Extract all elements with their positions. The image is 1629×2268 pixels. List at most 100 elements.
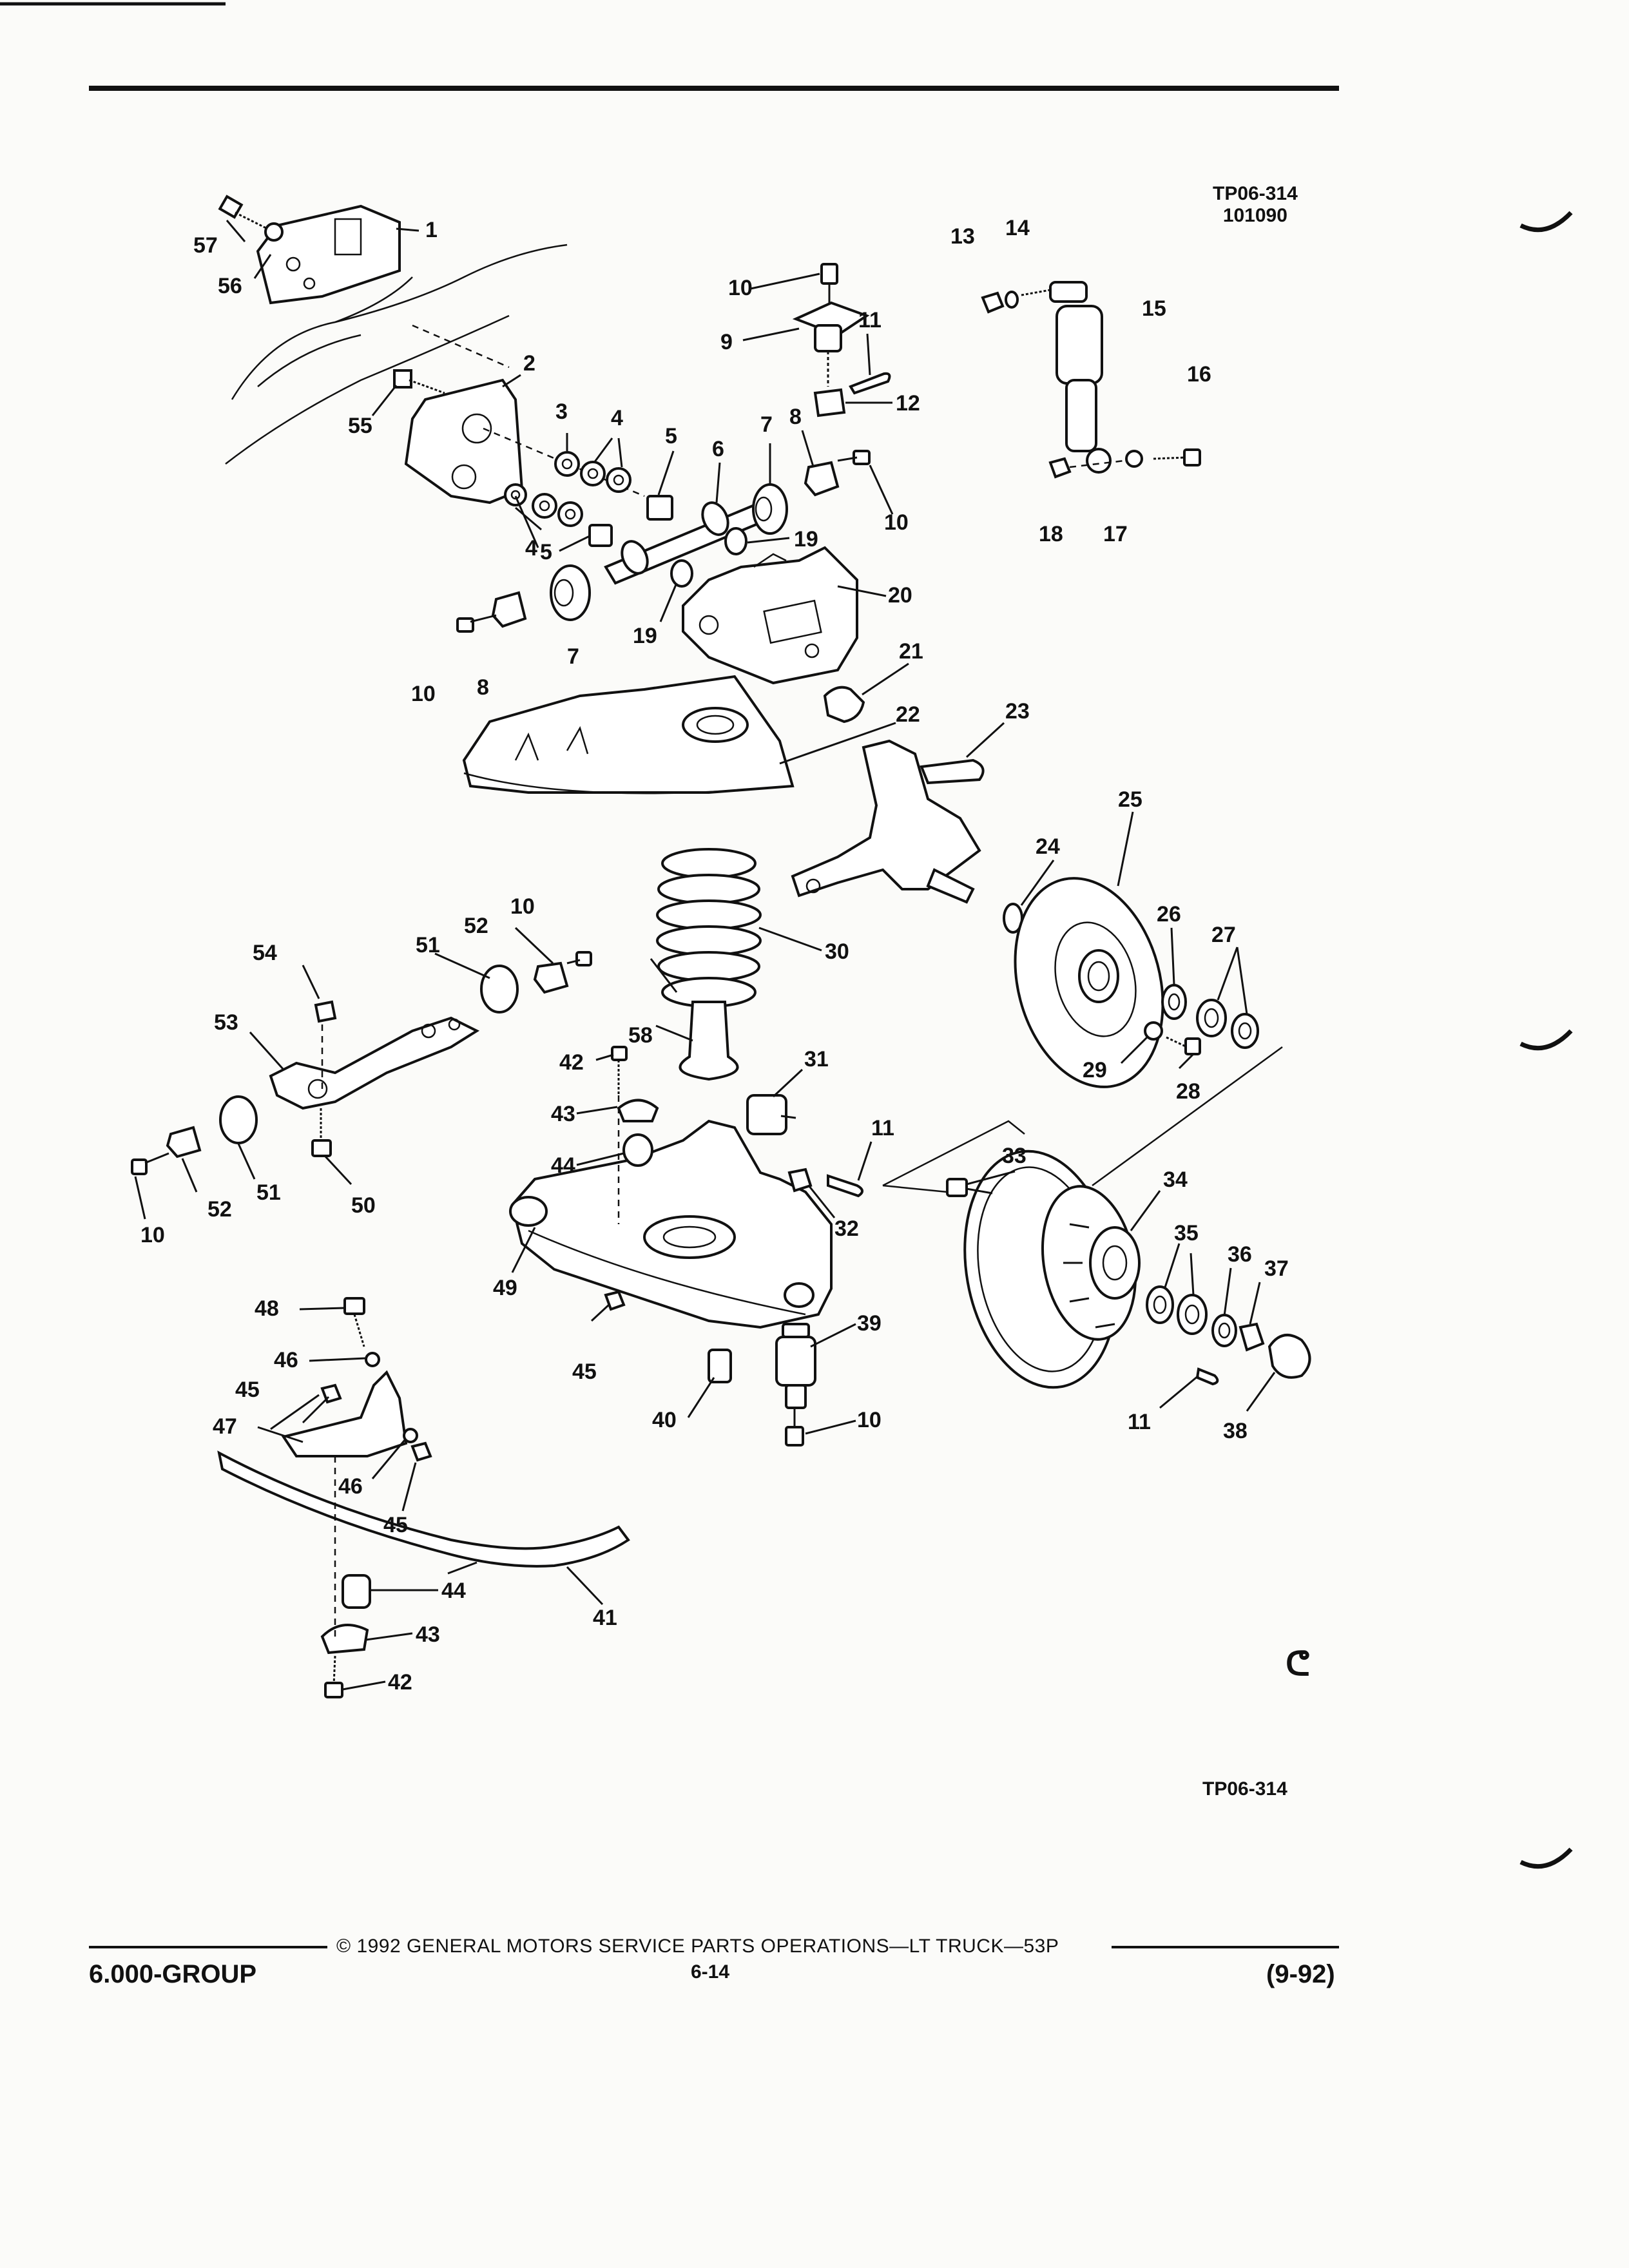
bolt-part xyxy=(456,450,871,633)
washer-part xyxy=(264,222,284,242)
group-label: 6.000-GROUP xyxy=(89,1960,257,1988)
binding-mark xyxy=(1519,1847,1573,1869)
spacer-part xyxy=(588,524,613,547)
callout-47: 47 xyxy=(213,1414,237,1439)
callout-8: 8 xyxy=(789,405,802,429)
callout-45-a: 45 xyxy=(572,1360,597,1384)
bolt-part xyxy=(218,195,275,233)
callout-45-c: 45 xyxy=(383,1513,408,1537)
callout-17: 17 xyxy=(1103,522,1128,546)
bushing-part xyxy=(752,483,788,535)
page-number: 6-14 xyxy=(691,1961,730,1983)
callout-43-a: 43 xyxy=(551,1102,575,1126)
callout-29: 29 xyxy=(1083,1058,1107,1082)
callout-46-b: 46 xyxy=(338,1474,363,1499)
callout-20: 20 xyxy=(888,583,912,608)
callout-14: 14 xyxy=(1005,216,1030,240)
splash-shield-part xyxy=(1014,877,1164,1088)
group-bracket-line xyxy=(882,1120,1025,1187)
lower-control-arm-part xyxy=(509,1119,833,1329)
callout-53: 53 xyxy=(214,1010,238,1035)
washer-part xyxy=(1144,1021,1163,1041)
publisher-mark: ᕦ xyxy=(1286,1646,1310,1683)
callout-7: 7 xyxy=(760,412,773,437)
callout-54: 54 xyxy=(253,941,277,965)
cotter-pin-part xyxy=(827,1174,863,1198)
control-arm-bracket-part xyxy=(404,378,524,505)
callout-16: 16 xyxy=(1187,362,1211,387)
group-bracket-line xyxy=(882,1184,948,1193)
stabilizer-shaft-part xyxy=(217,1450,630,1568)
callout-10-f: 10 xyxy=(857,1408,882,1432)
bolt-part xyxy=(324,1655,343,1698)
nut-part xyxy=(533,961,569,994)
bolt-part xyxy=(1166,1036,1201,1055)
upper-control-arm-part xyxy=(682,546,858,685)
footer-rule-left xyxy=(89,1946,327,1948)
callout-21: 21 xyxy=(899,639,923,664)
nut-part xyxy=(491,461,840,628)
callout-11-c: 11 xyxy=(1128,1410,1151,1434)
footer-rule-right xyxy=(1112,1946,1339,1948)
callout-52-a: 52 xyxy=(464,914,488,938)
shock-absorber-lower-part xyxy=(679,1001,739,1081)
castle-nut-part xyxy=(787,1168,813,1193)
callout-3: 3 xyxy=(555,399,568,424)
clamp-part xyxy=(320,1624,369,1655)
callout-10-e: 10 xyxy=(140,1223,165,1247)
figure-code-bottom: TP06-314 xyxy=(1202,1778,1287,1800)
callout-2: 2 xyxy=(523,351,535,376)
callout-1: 1 xyxy=(425,218,438,242)
bearing-parts xyxy=(1146,1285,1265,1352)
callout-4b: 4 xyxy=(525,536,537,561)
callout-42-a: 42 xyxy=(559,1050,584,1075)
clamp-part xyxy=(617,1099,659,1122)
nut-part xyxy=(166,1126,202,1158)
bushing-part xyxy=(342,1574,371,1609)
bumper-part xyxy=(823,686,865,724)
spacer-part xyxy=(708,1349,732,1383)
callout-34: 34 xyxy=(1163,1168,1188,1192)
callout-50: 50 xyxy=(351,1193,376,1218)
alignment-line xyxy=(412,324,510,369)
hub-rotor-part xyxy=(963,1149,1141,1389)
binding-mark xyxy=(1519,1029,1573,1051)
callout-24: 24 xyxy=(1036,834,1060,859)
bushing-part xyxy=(480,965,519,1014)
callout-49: 49 xyxy=(493,1276,517,1300)
callout-32: 32 xyxy=(834,1216,859,1241)
callout-19: 19 xyxy=(794,527,818,552)
callout-19b: 19 xyxy=(633,624,657,648)
ball-joint-part xyxy=(792,263,870,387)
figure-code: TP06-314 xyxy=(1213,183,1298,204)
callout-45-b: 45 xyxy=(235,1378,260,1402)
frame-bracket-part xyxy=(256,204,401,305)
callout-8b: 8 xyxy=(477,675,489,700)
nut-part xyxy=(314,1000,337,1023)
callout-37: 37 xyxy=(1264,1256,1289,1281)
callout-57: 57 xyxy=(193,233,218,258)
callout-41: 41 xyxy=(593,1606,617,1630)
callout-28: 28 xyxy=(1176,1079,1200,1104)
bushing-part xyxy=(219,1095,258,1144)
washer-part xyxy=(1005,291,1019,309)
group-bracket-line xyxy=(1092,1046,1283,1187)
bolt-part xyxy=(311,1108,332,1157)
callout-56: 56 xyxy=(218,274,242,298)
leader-lines xyxy=(134,220,1276,1691)
callout-labels: 57 1 56 2 55 3 4 4 5 5 6 7 7 8 8 9 10 10… xyxy=(140,216,1289,1695)
cotter-pin-part xyxy=(849,372,891,395)
nut-part xyxy=(981,291,1005,314)
stabilizer-bracket-part xyxy=(281,1370,408,1457)
callout-51-b: 51 xyxy=(256,1180,281,1205)
callout-36: 36 xyxy=(1228,1242,1252,1267)
callout-38: 38 xyxy=(1223,1419,1248,1443)
callout-31: 31 xyxy=(804,1047,829,1072)
callout-15: 15 xyxy=(1142,296,1166,321)
bushing-part xyxy=(746,1094,787,1135)
callout-39: 39 xyxy=(857,1311,882,1336)
figure-code-top: TP06-314 101090 xyxy=(1213,183,1298,227)
callout-42-b: 42 xyxy=(388,1670,412,1695)
callout-26: 26 xyxy=(1157,902,1181,927)
